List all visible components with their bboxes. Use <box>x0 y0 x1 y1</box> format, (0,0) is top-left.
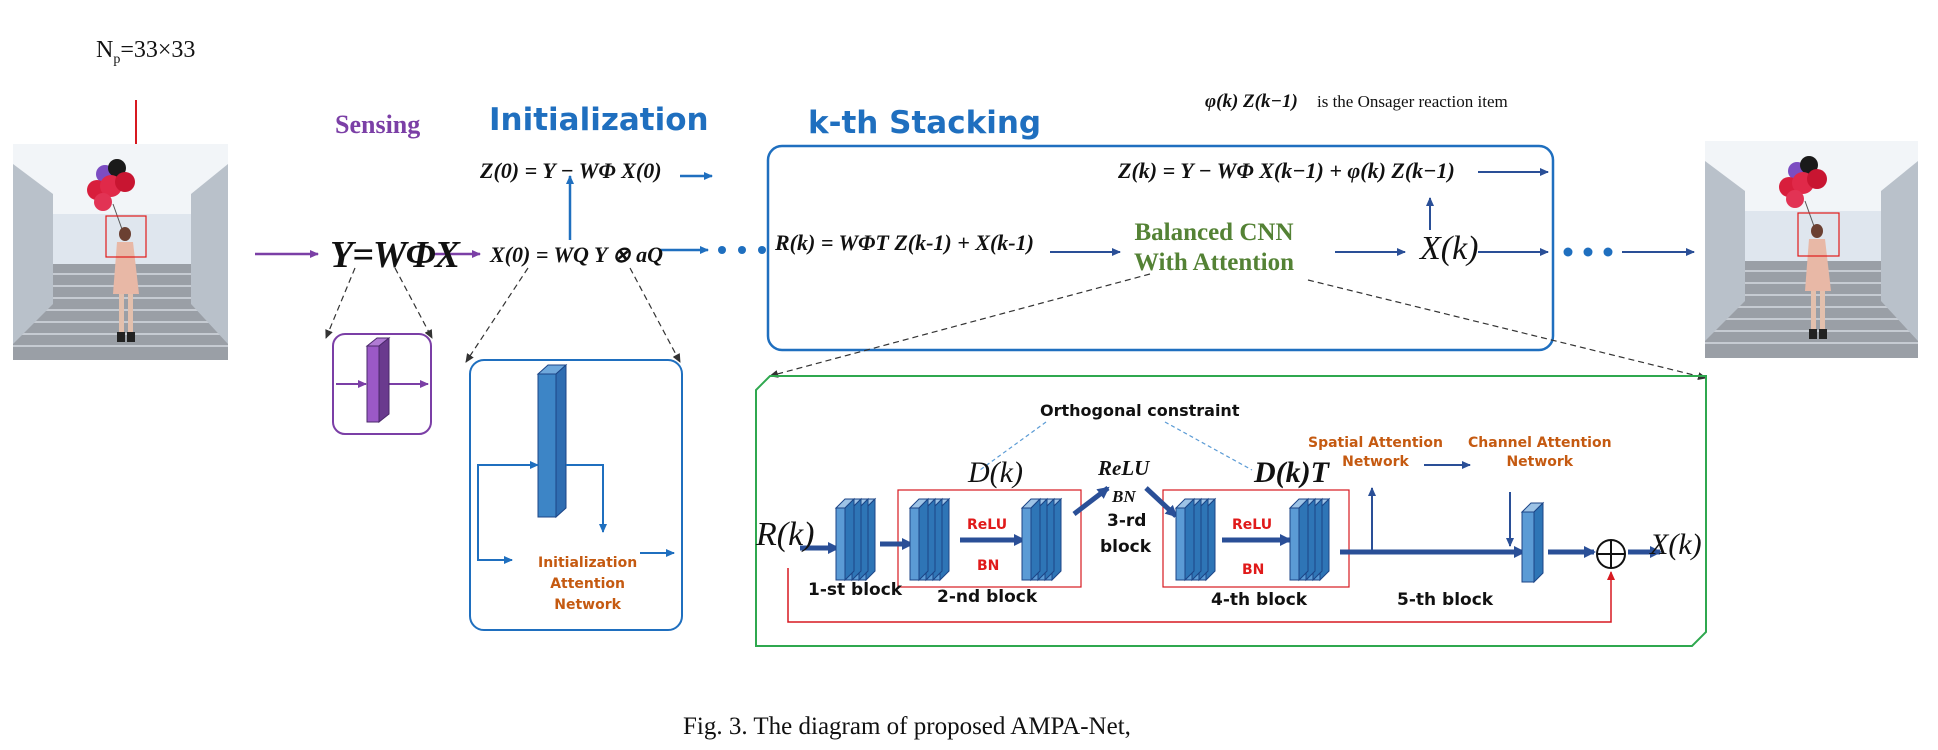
d-right-label: D(k)T <box>1254 456 1329 489</box>
stack-x-output: X(k) <box>1420 230 1479 267</box>
onsager-note: is the Onsager reaction item <box>1317 92 1508 111</box>
sensing-equation: Y=WΦX <box>330 234 460 276</box>
relu-block4-label: ReLU <box>1232 517 1273 533</box>
initialization-title: Initialization <box>489 102 709 138</box>
init-detail-box <box>469 359 683 631</box>
relu-mid-label: ReLU <box>1098 456 1150 480</box>
block2-label: 2-nd block <box>937 587 1038 607</box>
stacking-title: k-th Stacking <box>808 105 1042 141</box>
patch-size-label: Np=33×33 <box>96 37 196 67</box>
block4-box <box>1162 489 1350 588</box>
sensing-kernel <box>365 336 391 424</box>
block2-stack-b <box>1020 497 1063 582</box>
sum-node <box>1596 539 1626 569</box>
d-left-label: D(k) <box>968 456 1023 489</box>
block4-stack-a <box>1174 497 1217 582</box>
skip-connection <box>787 568 1615 623</box>
detail-output-label: X(k) <box>1650 528 1702 561</box>
block4-label: 4-th block <box>1211 590 1308 610</box>
sensing-title: Sensing <box>335 110 421 139</box>
relu-block2-label: ReLU <box>967 517 1008 533</box>
block2-box <box>897 489 1082 588</box>
cnn-detail-box <box>755 375 1707 647</box>
block5-label: 5-th block <box>1397 590 1494 610</box>
block2-stack-a <box>908 497 951 582</box>
block3-label: 3-rd <box>1107 511 1147 531</box>
onsager-term: φ(k) Z(k−1) <box>1205 91 1298 112</box>
init-x-equation: X(0) = WQ Y ⊗ aQ <box>490 242 663 267</box>
sensing-detail-box <box>332 333 432 435</box>
orthogonal-constraint-label: Orthogonal constraint <box>1040 401 1240 420</box>
init-kernel <box>536 363 568 519</box>
detail-input-label: R(k) <box>756 516 815 553</box>
block4-stack-b <box>1288 497 1331 582</box>
block1-stack <box>834 497 877 582</box>
bn-block2-label: BN <box>977 558 1000 574</box>
block3-label-2: block <box>1100 537 1152 557</box>
bn-block4-label: BN <box>1242 562 1265 578</box>
input-image <box>13 144 228 360</box>
output-image <box>1705 141 1918 358</box>
stacking-box <box>766 144 1555 352</box>
stack-z-equation: Z(k) = Y − WΦ X(k−1) + φ(k) Z(k−1) <box>1118 158 1455 183</box>
bn-mid-label: BN <box>1112 487 1136 506</box>
init-z-equation: Z(0) = Y − WΦ X(0) <box>480 158 662 183</box>
block1-label: 1-st block <box>808 580 903 600</box>
figure-caption: Fig. 3. The diagram of proposed AMPA-Net… <box>683 713 1131 740</box>
stack-r-equation: R(k) = WΦT Z(k-1) + X(k-1) <box>775 230 1034 255</box>
block5-stack <box>1520 501 1545 584</box>
